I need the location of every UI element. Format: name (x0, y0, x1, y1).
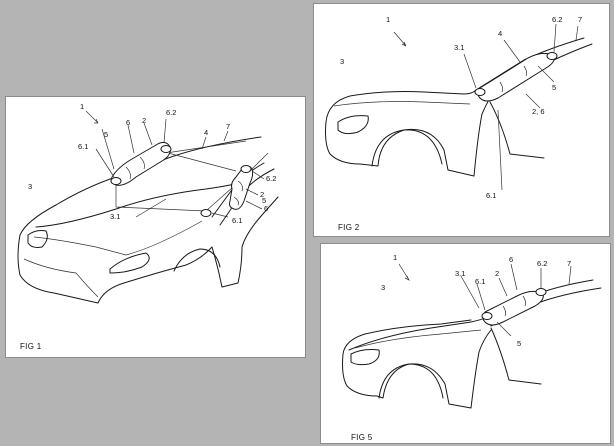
fig1-label-2b: 2 (260, 190, 264, 199)
fig1-label-7: 7 (226, 122, 230, 131)
fig1-label-5b: 5 (262, 196, 266, 205)
figure-2-drawing: 1 6.2 7 4 3.1 3 5 2, 6 6.1 FIG 2 (325, 15, 593, 232)
fig5-hood-crease (354, 329, 482, 349)
fig5-label-1: 1 (393, 253, 397, 262)
fig2-hood-line (333, 101, 471, 107)
fig1-car-outline (17, 136, 279, 304)
fig5-hood-edge (348, 311, 500, 351)
fig5-label-5: 5 (517, 339, 521, 348)
fig5-a-pillar-inner (490, 327, 542, 385)
fig1-leader-lines (85, 110, 265, 218)
fig1-wheel-arch (173, 248, 221, 272)
figure-5-drawing: 1 3.1 6 6.2 7 6.1 2 3 5 FIG 5 (342, 253, 602, 442)
fig1-label-6-1b: 6.1 (232, 216, 242, 225)
fig1-label-6b: 6 (264, 204, 268, 213)
fig2-label-7: 7 (578, 15, 582, 24)
fig1-label-1: 1 (80, 102, 84, 111)
fig2-caption: FIG 2 (338, 223, 360, 232)
fig5-headlight (350, 349, 380, 366)
fig1-headlight-right (109, 252, 150, 274)
fig1-airbag-upper (110, 141, 172, 186)
fig2-leader-lines (393, 23, 579, 191)
fig1-label-2: 2 (142, 116, 146, 125)
fig2-label-5: 5 (552, 83, 556, 92)
fig5-caption: FIG 5 (351, 433, 373, 442)
fig1-bumper (23, 258, 99, 298)
fig1-tether-lines (115, 140, 269, 212)
fig2-label-6-2: 6.2 (552, 15, 562, 24)
fig2-label-4: 4 (498, 29, 502, 38)
fig1-label-3: 3 (28, 182, 32, 191)
fig2-a-pillar-inner (489, 101, 545, 159)
fig2-airbag (474, 52, 558, 102)
fig2-headlight (337, 115, 369, 135)
fig1-label-3-1: 3.1 (110, 212, 120, 221)
fig2-wheel-arch (371, 129, 443, 167)
figure-5-panel: 1 3.1 6 6.2 7 6.1 2 3 5 FIG 5 (320, 243, 611, 444)
fig1-label-5: 5 (104, 130, 108, 139)
figure-1-panel: 1 5 6 2 6.2 4 7 6.1 3 6.2 2 5 6 3.1 6.1 … (5, 96, 306, 358)
fig1-label-6-2: 6.2 (166, 108, 176, 117)
fig5-label-6-1: 6.1 (475, 277, 485, 286)
fig2-label-6-1: 6.1 (486, 191, 496, 200)
fig5-airbag (481, 288, 547, 326)
fig2-label-3-1: 3.1 (454, 43, 464, 52)
fig1-headlight-left (27, 230, 48, 248)
fig5-label-7: 7 (567, 259, 571, 268)
fig2-label-3: 3 (340, 57, 344, 66)
fig5-label-3: 3 (381, 283, 385, 292)
fig1-label-6-1: 6.1 (78, 142, 88, 151)
fig5-wheel-arch (378, 363, 444, 399)
fig1-hood-edge (35, 180, 247, 228)
figure-1-drawing: 1 5 6 2 6.2 4 7 6.1 3 6.2 2 5 6 3.1 6.1 … (17, 102, 279, 351)
fig2-label-2-6: 2, 6 (532, 107, 545, 116)
figure-2-panel: 1 6.2 7 4 3.1 3 5 2, 6 6.1 FIG 2 (313, 3, 610, 237)
fig5-leader-lines (398, 263, 572, 337)
fig5-car-outline (342, 319, 492, 409)
fig5-label-3-1: 3.1 (455, 269, 465, 278)
fig5-label-2: 2 (495, 269, 499, 278)
fig5-label-6-2: 6.2 (537, 259, 547, 268)
fig1-label-6: 6 (126, 118, 130, 127)
fig1-caption: FIG 1 (20, 342, 42, 351)
fig1-hood-crease (33, 220, 203, 256)
fig1-label-6-2b: 6.2 (266, 174, 276, 183)
fig1-label-4: 4 (204, 128, 208, 137)
fig2-label-1: 1 (386, 15, 390, 24)
fig1-airbag-right (200, 165, 254, 217)
fig5-label-6: 6 (509, 255, 513, 264)
